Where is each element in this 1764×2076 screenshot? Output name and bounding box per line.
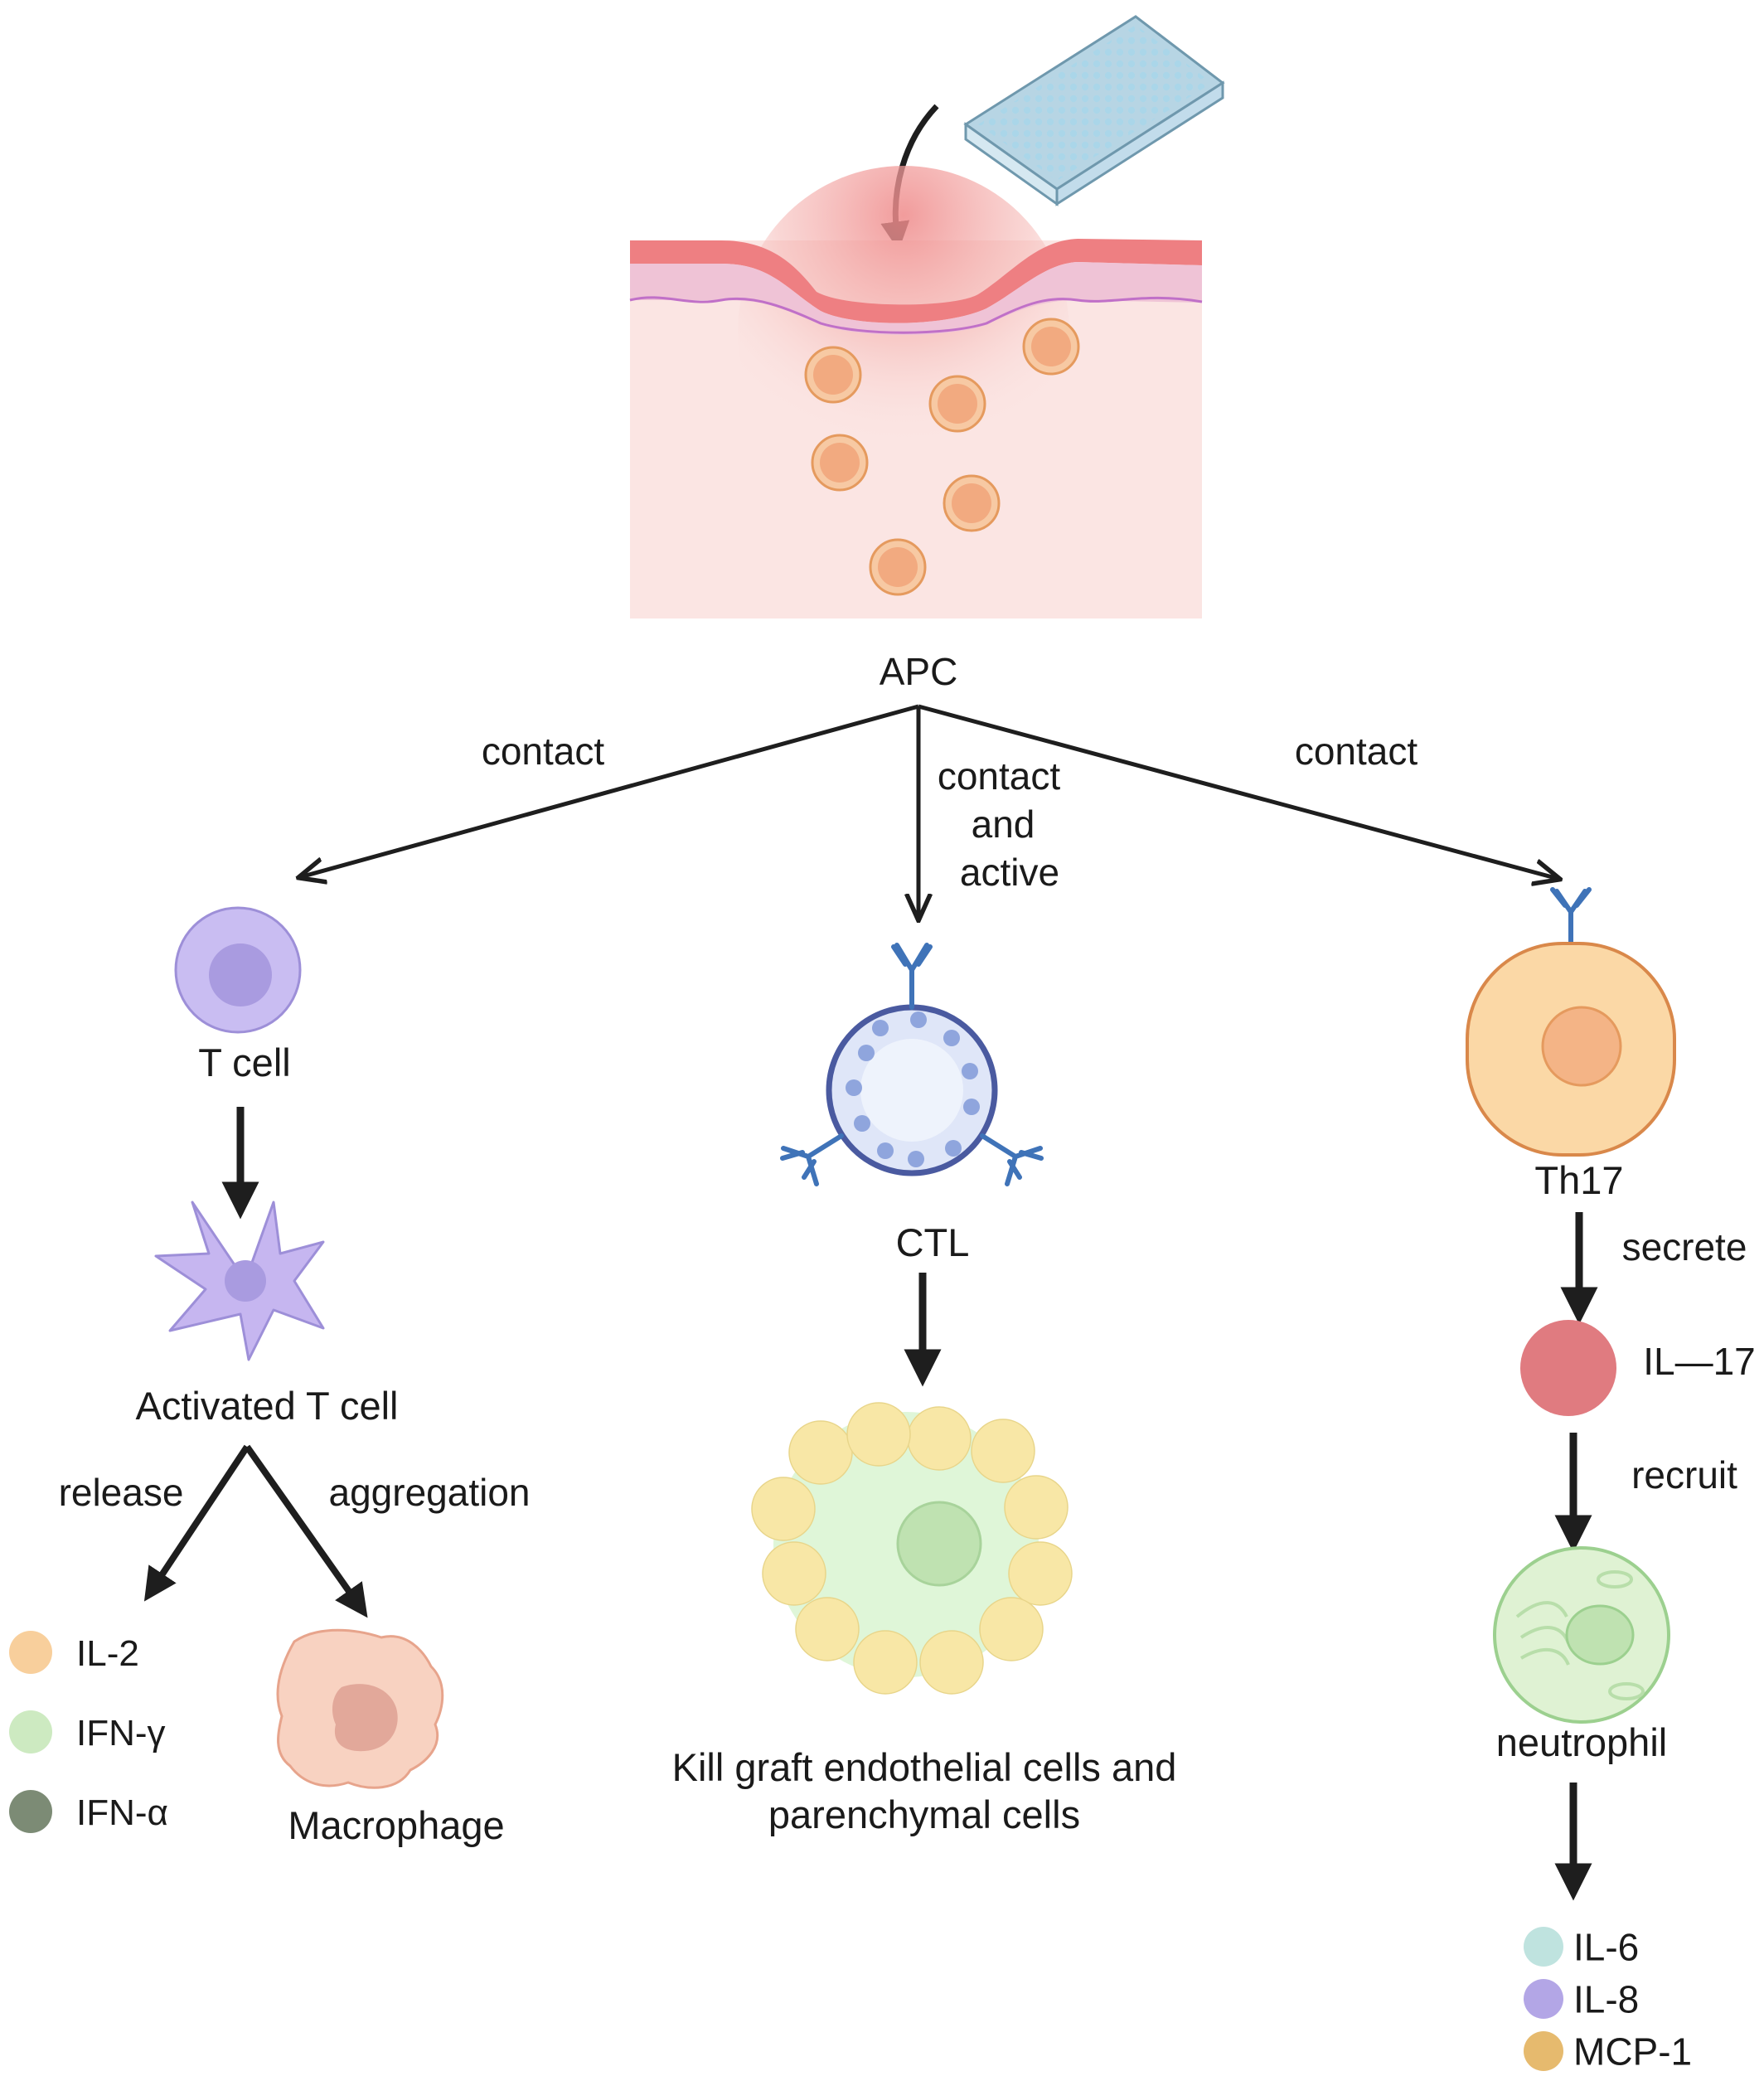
il17-label: IL—17	[1643, 1340, 1756, 1383]
aggregation-label: aggregation	[329, 1471, 531, 1514]
release-arrow	[143, 1444, 250, 1602]
contact-mid-label-3: active	[960, 851, 1059, 894]
legend-right-item-swatch	[1524, 1927, 1563, 1967]
th17-label: Th17	[1534, 1158, 1623, 1202]
contact-right-label: contact	[1295, 730, 1418, 773]
legend-right-item-swatch	[1524, 2031, 1563, 2071]
secrete-label: secrete	[1622, 1225, 1747, 1268]
ctl-label: CTL	[896, 1220, 970, 1264]
legend-left-item-swatch	[9, 1790, 52, 1833]
legend-left-item-swatch	[9, 1631, 52, 1674]
legend-left-item-label: IL-2	[76, 1633, 139, 1674]
activated-t-cell-icon	[154, 1200, 325, 1361]
graft-cell-icon	[751, 1402, 1073, 1695]
legend-left-item-swatch	[9, 1710, 52, 1753]
aggregation-arrow	[244, 1444, 368, 1618]
ctl-cell-icon	[780, 943, 1044, 1186]
macrophage-label: Macrophage	[288, 1803, 504, 1847]
legend-left-item-label: IFN-α	[76, 1792, 168, 1833]
legend-right-item-label: IL-8	[1573, 1978, 1639, 2021]
contact-mid-label-2: and	[972, 803, 1035, 846]
neutrophil-icon	[1493, 1546, 1670, 1724]
kill-label-line-1: Kill graft endothelial cells and	[672, 1745, 1177, 1789]
apc-label: APC	[880, 650, 958, 693]
release-label: release	[59, 1471, 184, 1514]
ctl-receptors	[780, 943, 1044, 1186]
apc-to-th17-arrow	[918, 704, 1558, 879]
legend-right-item-label: MCP-1	[1573, 2030, 1692, 2074]
recruit-label: recruit	[1631, 1453, 1737, 1496]
neutrophil-label: neutrophil	[1496, 1720, 1667, 1764]
well-plate-icon	[963, 15, 1225, 206]
kill-label-line-2: parenchymal cells	[768, 1792, 1080, 1836]
apc-to-t-cell-arrow	[300, 704, 919, 877]
macrophage-icon	[276, 1628, 444, 1789]
t-cell-label: T cell	[198, 1040, 290, 1084]
contact-left-label: contact	[482, 730, 605, 773]
legend-right-item-label: IL-6	[1573, 1926, 1639, 1969]
skin-wound-icon	[629, 166, 1203, 618]
contact-mid-label-1: contact	[938, 754, 1061, 798]
activated-t-cell-label: Activated T cell	[136, 1384, 399, 1428]
t-cell-icon	[174, 906, 302, 1034]
legend-left-item-label: IFN-γ	[76, 1713, 166, 1753]
legend-right-item-swatch	[1524, 1979, 1563, 2019]
apc-cells	[804, 318, 1080, 596]
il17-icon	[1520, 1320, 1616, 1416]
th17-cell-icon	[1466, 887, 1676, 1157]
